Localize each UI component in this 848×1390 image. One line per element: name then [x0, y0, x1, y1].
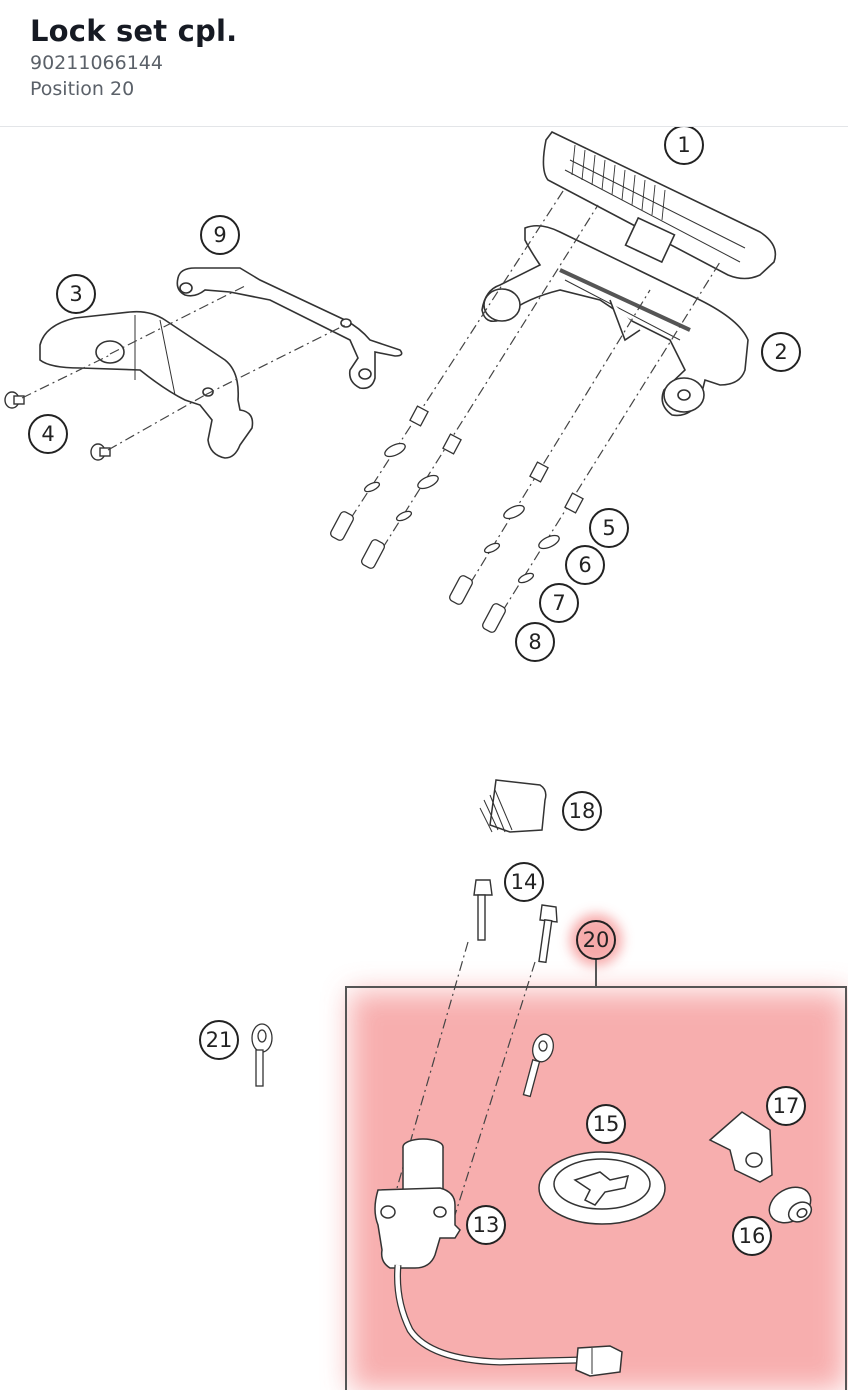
callout-number: 14 [511, 870, 538, 894]
callout-7[interactable]: 7 [539, 583, 579, 623]
connector-part-18 [479, 779, 547, 833]
callout-number: 16 [739, 1224, 766, 1248]
callout-number: 21 [206, 1028, 233, 1052]
callout-16[interactable]: 16 [732, 1216, 772, 1256]
part-title: Lock set cpl. [30, 14, 238, 48]
callout-number: 18 [569, 799, 596, 823]
callout-circle [576, 920, 616, 960]
cover-part-3 [39, 310, 254, 459]
callout-number: 7 [552, 591, 565, 615]
fastener-stack-left-a [330, 405, 429, 541]
callout-1[interactable]: 1 [664, 127, 704, 165]
callout-number: 9 [213, 223, 226, 247]
part-position: Position 20 [30, 78, 135, 100]
callout-13[interactable]: 13 [466, 1205, 506, 1245]
callout-number: 3 [69, 282, 82, 306]
fastener-stack-left-b [361, 433, 462, 569]
ignition-lock-part-13 [374, 1138, 623, 1377]
callout-20[interactable]: 20 [576, 920, 616, 960]
callout-2[interactable]: 2 [761, 332, 801, 372]
callout-circle [562, 791, 602, 831]
callout-14[interactable]: 14 [504, 862, 544, 902]
callout-number: 8 [528, 630, 541, 654]
callout-circle [200, 215, 240, 255]
callout-number: 2 [774, 340, 787, 364]
group-bracket-20 [345, 958, 847, 1390]
callout-8[interactable]: 8 [515, 622, 555, 662]
callout-number: 15 [593, 1112, 620, 1136]
nut-part-16 [768, 1186, 813, 1224]
callout-circle [515, 622, 555, 662]
fuel-cap-part-15 [538, 1151, 666, 1225]
assembly-lines-bottom [394, 941, 536, 1216]
callout-circle [28, 414, 68, 454]
callout-number: 4 [41, 422, 54, 446]
callout-18[interactable]: 18 [562, 791, 602, 831]
callout-5[interactable]: 5 [589, 508, 629, 548]
callout-4[interactable]: 4 [28, 414, 68, 454]
callout-circle [586, 1104, 626, 1144]
callout-circle [766, 1086, 806, 1126]
callout-circle [732, 1216, 772, 1256]
callout-6[interactable]: 6 [565, 545, 605, 585]
callout-number: 20 [583, 928, 610, 952]
dashboard-part-1 [542, 130, 777, 280]
callout-circle [761, 332, 801, 372]
callout-circle [539, 583, 579, 623]
plate-bracket-part-9 [176, 267, 403, 390]
fastener-stack-right-a [449, 461, 549, 605]
fastener-stack-right-b [482, 492, 584, 633]
clip-part-17 [708, 1111, 773, 1183]
callout-circle [565, 545, 605, 585]
callout-number: 5 [602, 516, 615, 540]
callout-17[interactable]: 17 [766, 1086, 806, 1126]
callout-3[interactable]: 3 [56, 274, 96, 314]
callout-number: 13 [473, 1213, 500, 1237]
callout-circle [56, 274, 96, 314]
callout-15[interactable]: 15 [586, 1104, 626, 1144]
part-number: 90211066144 [30, 52, 163, 74]
callout-number: 17 [773, 1094, 800, 1118]
callout-number: 6 [578, 553, 591, 577]
callout-circle [504, 862, 544, 902]
bolts-part-14 [473, 879, 558, 964]
screw-part-4 [4, 391, 111, 461]
callout-circle [664, 127, 704, 165]
callout-circle [589, 508, 629, 548]
callout-21[interactable]: 21 [199, 1020, 239, 1060]
key-part-21 [251, 1023, 273, 1087]
key-in-set [522, 1033, 554, 1098]
callout-9[interactable]: 9 [200, 215, 240, 255]
bracket-part-2 [481, 224, 749, 417]
callout-number: 1 [677, 133, 690, 157]
part-header: Lock set cpl. 90211066144 Position 20 [0, 0, 848, 127]
callout-circle [466, 1205, 506, 1245]
callout-circle [199, 1020, 239, 1060]
assembly-lines-top [21, 187, 721, 629]
